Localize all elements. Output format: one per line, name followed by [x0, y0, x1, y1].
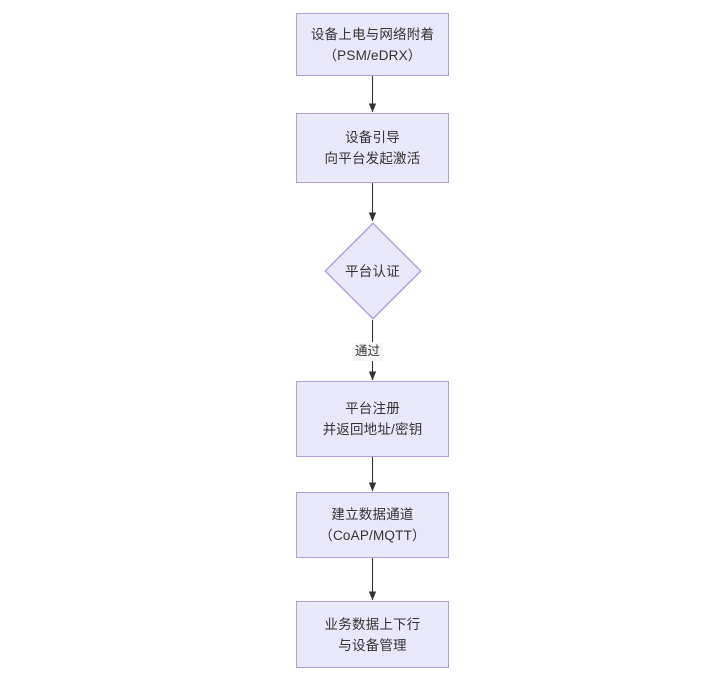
node-label-line: （PSM/eDRX） [323, 47, 422, 63]
node-platform-authentication[interactable]: 平台认证 [323, 222, 422, 320]
node-label-line: 建立数据通道 [331, 507, 414, 522]
node-label-line: 设备上电与网络附着 [310, 26, 435, 42]
edge-label-text: 通过 [355, 344, 381, 358]
node-label-line: 平台注册 [345, 401, 400, 416]
node-platform-registration[interactable]: 平台注册 并返回地址/密钥 [296, 381, 449, 457]
node-establish-data-channel[interactable]: 建立数据通道 （CoAP/MQTT） [296, 492, 449, 558]
node-label-line: 平台认证 [345, 263, 400, 279]
edge-label-pass: 通过 [352, 342, 384, 361]
node-device-bootstrap[interactable]: 设备引导 向平台发起激活 [296, 113, 449, 183]
node-label-line: 向平台发起激活 [324, 151, 421, 166]
node-device-power-on[interactable]: 设备上电与网络附着 （PSM/eDRX） [296, 13, 449, 76]
node-label-line: 与设备管理 [338, 637, 407, 653]
node-label-line: 业务数据上下行 [324, 616, 421, 632]
node-label-line: 设备引导 [345, 130, 400, 145]
diamond-shape [323, 222, 422, 320]
node-business-data-and-management[interactable]: 业务数据上下行 与设备管理 [296, 601, 449, 668]
node-label-line: （CoAP/MQTT） [319, 528, 426, 543]
node-label-line: 并返回地址/密钥 [322, 422, 423, 437]
